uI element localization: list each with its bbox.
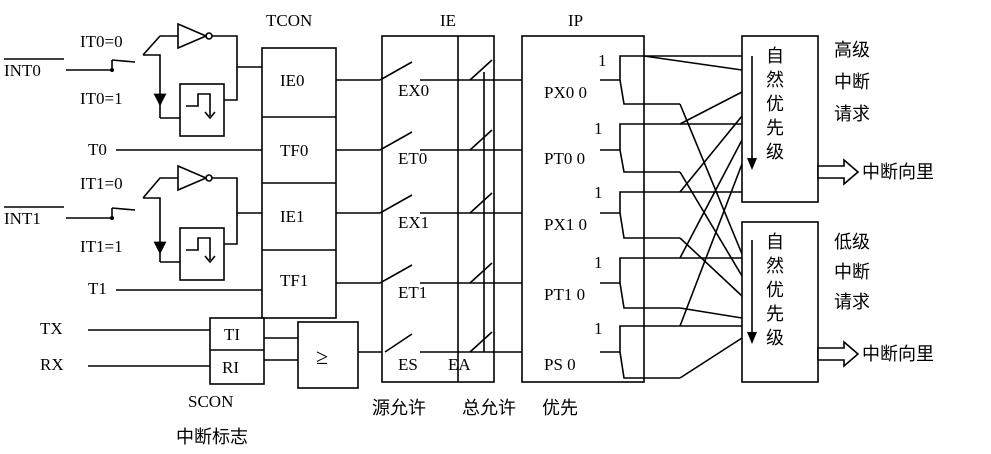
ie-register: IE EX0 ET0 EX1 ET1 ES EA xyxy=(379,11,522,383)
high-output-arrow xyxy=(817,158,860,186)
priority-cross-wires xyxy=(643,55,743,379)
t1-input: T1 xyxy=(88,279,262,298)
tcon-tf0: TF0 xyxy=(280,141,308,160)
tcon-register: TCON IE0 TF0 IE1 TF1 xyxy=(261,11,337,319)
scon-register xyxy=(209,317,265,385)
caption-priority: 优先 xyxy=(542,398,578,419)
ip-one-1: 1 xyxy=(594,119,603,138)
high-label-2: 请求 xyxy=(834,104,870,125)
or-gate-symbol: ≥ xyxy=(316,344,328,369)
ip-ps: PS 0 xyxy=(544,355,576,374)
low-char-2: 优 xyxy=(766,280,784,301)
scon-ti: TI xyxy=(224,325,240,344)
it1-1-label: IT1=1 xyxy=(80,237,123,256)
high-char-2: 优 xyxy=(766,94,784,115)
high-char-3: 先 xyxy=(766,118,784,139)
ip-register: IP PX0 0 PT0 0 PX1 0 PT1 0 PS 0 1 1 1 1 … xyxy=(521,11,742,383)
ip-one-0: 1 xyxy=(598,51,607,70)
ie-et1: ET1 xyxy=(398,283,427,302)
high-priority-block: 自 然 优 先 级 高级 中断 请求 中断向里 xyxy=(741,35,934,203)
rx-label: RX xyxy=(40,355,64,374)
ie-switch-ex1 xyxy=(379,194,413,214)
edge-detector-1 xyxy=(179,227,225,281)
tcon-tf1: TF1 xyxy=(280,271,308,290)
t0-label: T0 xyxy=(88,140,107,159)
high-char-1: 然 xyxy=(766,70,784,91)
ip-px1: PX1 0 xyxy=(544,215,587,234)
int1-trigger-section: INT1 IT1=0 IT1=1 xyxy=(4,164,262,281)
serial-section: TX RX TI RI SCON 中断标志 ≥ xyxy=(40,317,385,448)
ip-px0: PX0 0 xyxy=(544,83,587,102)
low-label-1: 中断 xyxy=(834,262,870,283)
it0-switch-blade xyxy=(111,59,136,63)
int1-label: INT1 xyxy=(4,209,41,228)
bottom-captions: 源允许 总允许 优先 xyxy=(372,398,578,419)
ip-title: IP xyxy=(568,11,583,30)
low-char-1: 然 xyxy=(766,256,784,277)
tcon-title: TCON xyxy=(266,11,312,30)
ip-pt1: PT1 0 xyxy=(544,285,585,304)
inverter-gate-0 xyxy=(177,22,209,50)
low-output-label: 中断向里 xyxy=(862,344,934,365)
ie-ea: EA xyxy=(448,355,471,374)
high-char-0: 自 xyxy=(766,46,784,67)
edge-detector-0 xyxy=(179,83,225,137)
low-priority-block: 自 然 优 先 级 低级 中断 请求 中断向里 xyxy=(741,221,934,383)
inverter-gate-1 xyxy=(177,164,209,192)
int0-label: INT0 xyxy=(4,61,41,80)
ie-ex1: EX1 xyxy=(398,213,429,232)
it1-0-label: IT1=0 xyxy=(80,174,123,193)
ie-et0: ET0 xyxy=(398,149,427,168)
ie-switch-es xyxy=(384,333,413,353)
caption-source-enable: 源允许 xyxy=(372,398,426,419)
ie-title: IE xyxy=(440,11,456,30)
ie-switch-et1 xyxy=(379,264,413,284)
caption-global-enable: 总允许 xyxy=(462,398,516,419)
high-label-1: 中断 xyxy=(834,72,870,93)
low-char-0: 自 xyxy=(766,232,784,253)
it0-0-label: IT0=0 xyxy=(80,32,123,51)
tcon-to-ie-wires xyxy=(336,79,380,284)
it0-1-label: IT0=1 xyxy=(80,89,123,108)
ie-switch-et0 xyxy=(379,131,413,151)
low-char-4: 级 xyxy=(766,328,784,349)
scon-label: SCON xyxy=(188,392,233,411)
ie-switch-ex0 xyxy=(379,61,413,81)
low-char-3: 先 xyxy=(766,304,784,325)
tx-label: TX xyxy=(40,319,63,338)
high-output-label: 中断向里 xyxy=(862,162,934,183)
t1-label: T1 xyxy=(88,279,107,298)
tcon-ie1: IE1 xyxy=(280,207,305,226)
int0-trigger-section: INT0 IT0=0 IT0=1 xyxy=(4,22,262,137)
scon-ri: RI xyxy=(222,358,239,377)
scon-caption: 中断标志 xyxy=(176,427,248,448)
ip-pt0: PT0 0 xyxy=(544,149,585,168)
high-label-0: 高级 xyxy=(834,40,870,61)
ip-one-4: 1 xyxy=(594,319,603,338)
or-gate xyxy=(297,321,359,389)
ie-es: ES xyxy=(398,355,418,374)
it1-switch-blade xyxy=(111,207,136,211)
low-label-0: 低级 xyxy=(834,232,870,253)
t0-input: T0 xyxy=(88,140,262,159)
ip-one-2: 1 xyxy=(594,183,603,202)
low-label-2: 请求 xyxy=(834,292,870,313)
ip-one-3: 1 xyxy=(594,253,603,272)
tcon-ie0: IE0 xyxy=(280,71,305,90)
ie-ex0: EX0 xyxy=(398,81,429,100)
high-char-4: 级 xyxy=(766,142,784,163)
low-output-arrow xyxy=(817,340,860,368)
